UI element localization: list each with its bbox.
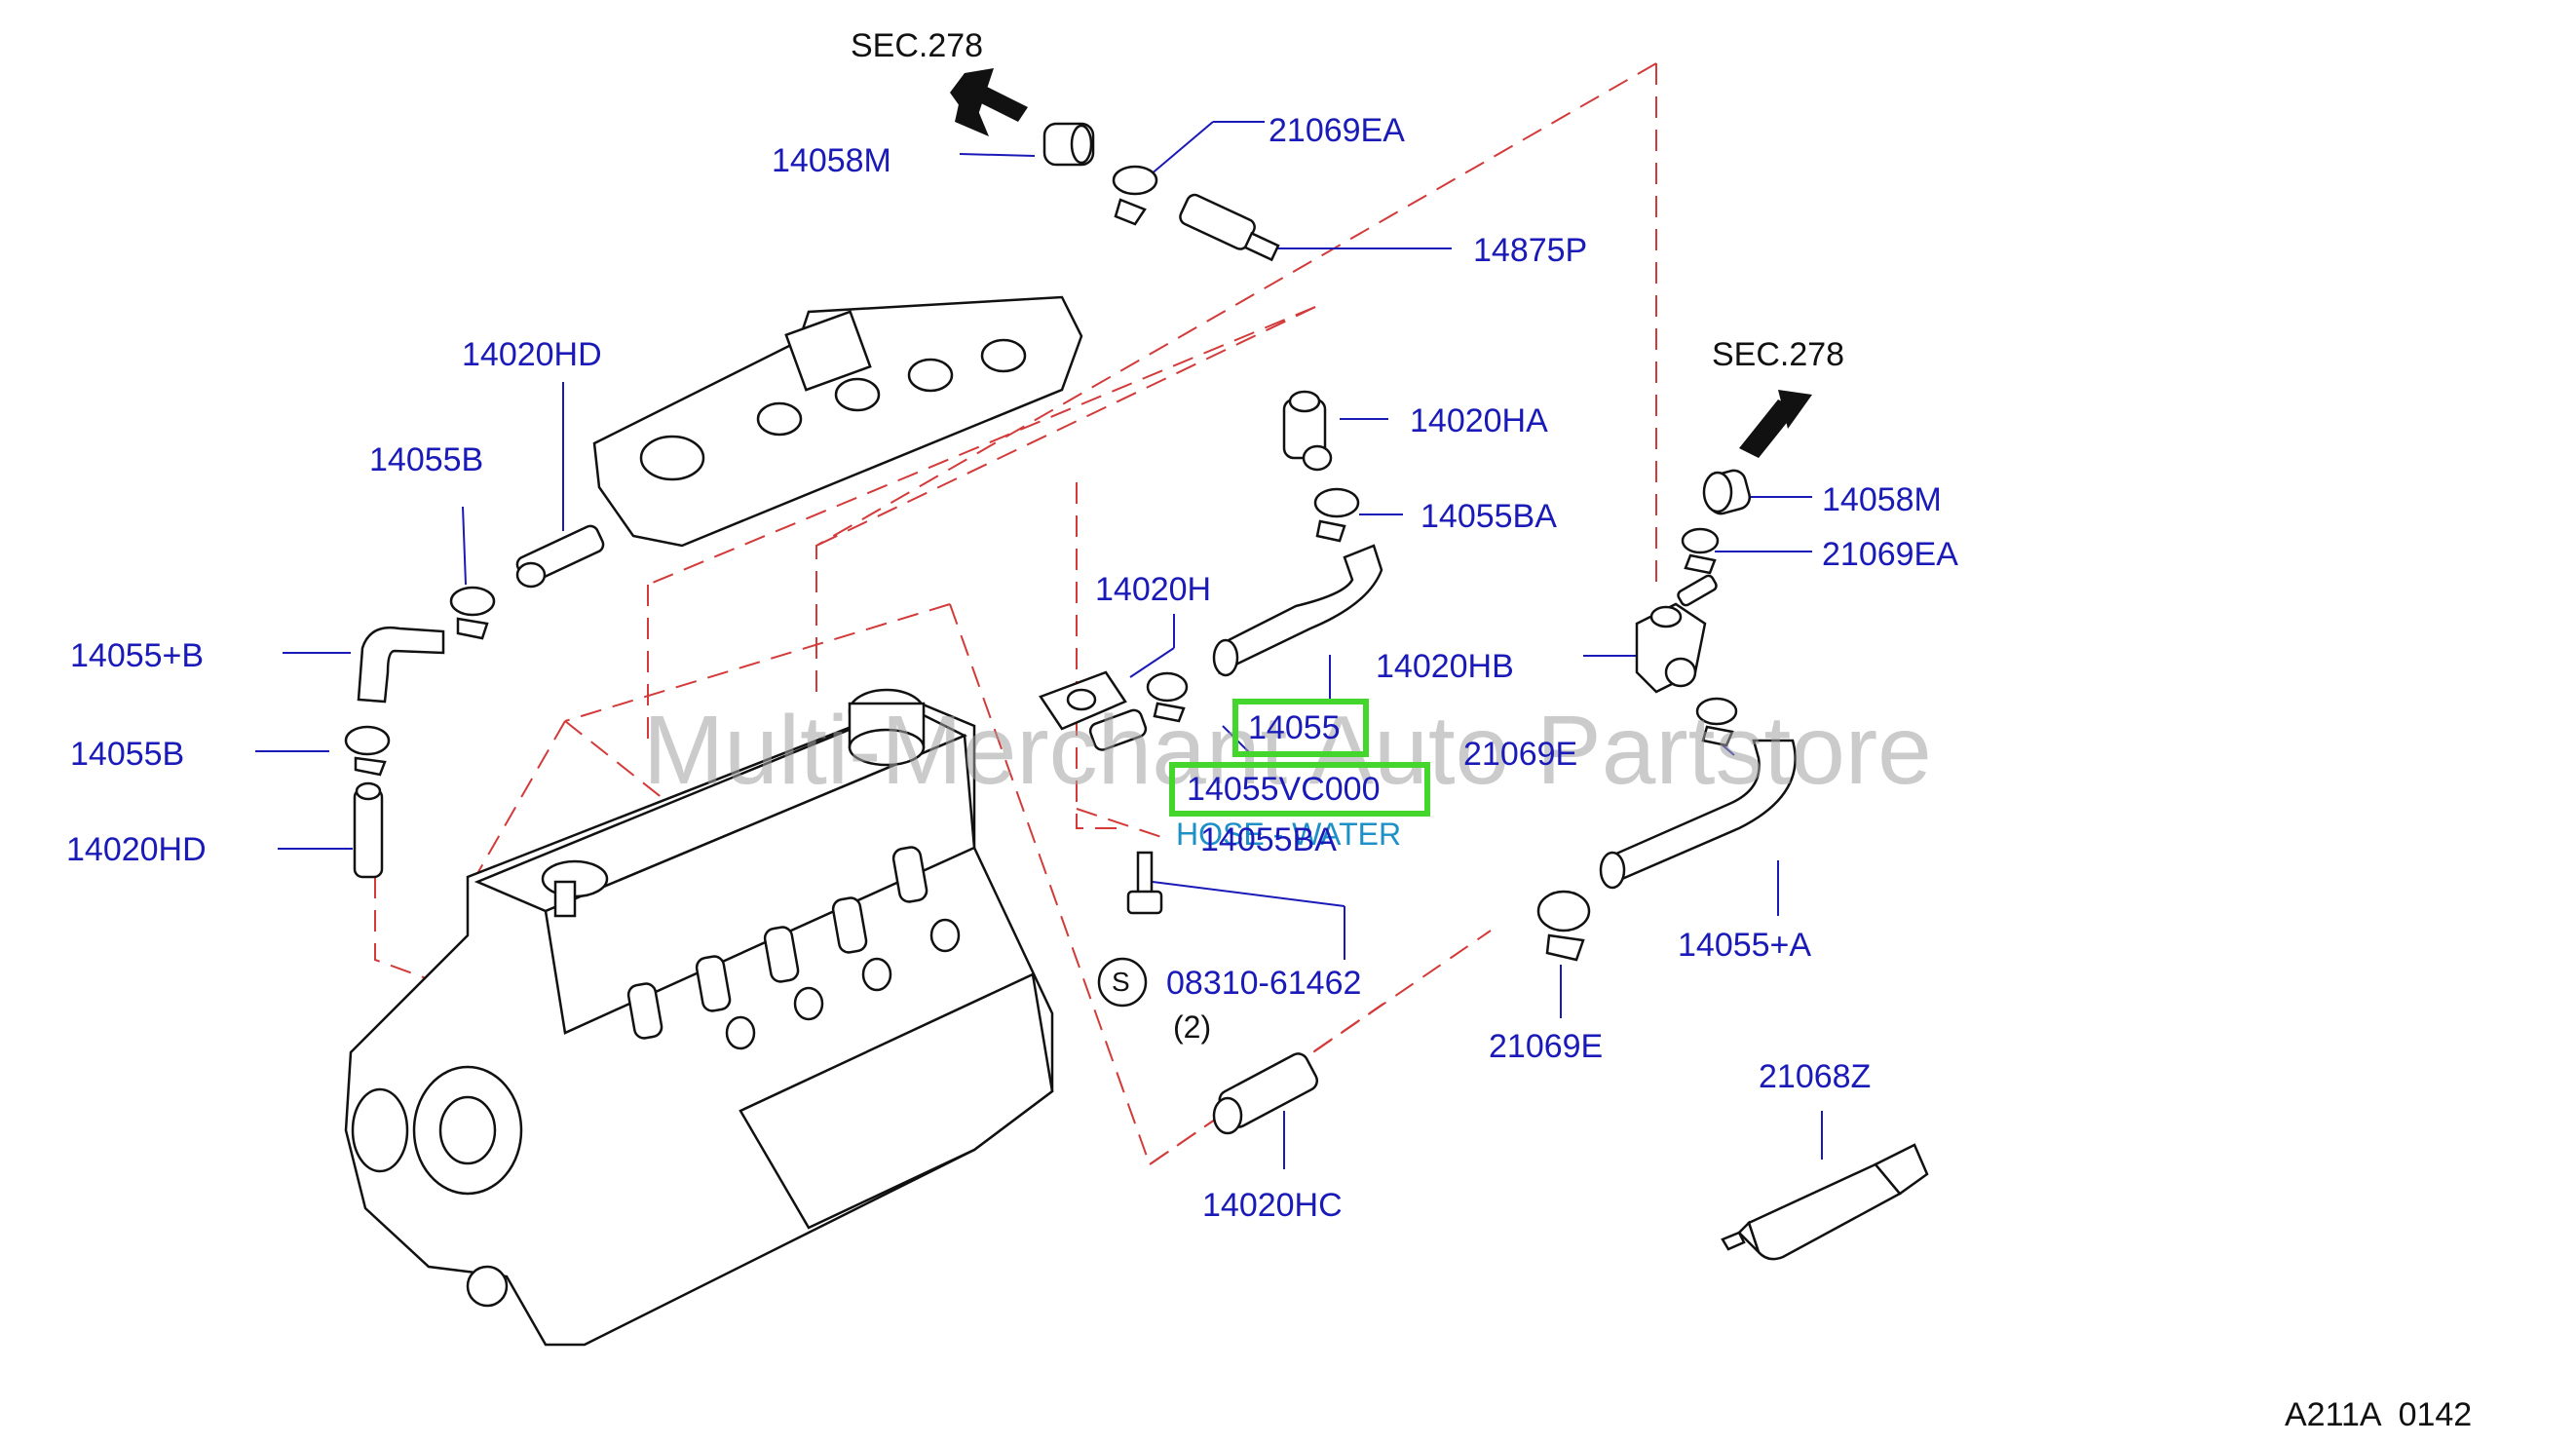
arrow-icon-right	[1739, 390, 1812, 458]
label-14055b-bottom[interactable]: 14055B	[70, 736, 185, 773]
watermark: Multi-Merchant Auto Partstore	[643, 696, 1932, 805]
clamp-21069e-mid	[1695, 697, 1738, 747]
exhaust-manifold	[592, 295, 1083, 548]
hose-14055pb	[357, 626, 445, 704]
label-s-symbol: S	[1112, 967, 1130, 997]
highlight-box-14055vc000	[1169, 762, 1430, 817]
label-14020ha[interactable]: 14020HA	[1410, 402, 1548, 439]
fitting-14020hd-top	[515, 524, 605, 589]
s-symbol-icon	[1097, 957, 1148, 1008]
cap-14058m-top	[1042, 122, 1095, 167]
diagram-code: A211A 0142	[2285, 1396, 2473, 1433]
label-14020hd-top[interactable]: 14020HD	[462, 336, 602, 373]
label-21068z[interactable]: 21068Z	[1759, 1058, 1872, 1095]
label-21069ea-right[interactable]: 21069EA	[1822, 536, 1958, 573]
bolt-08310-61462	[1126, 851, 1163, 915]
label-sec278-right[interactable]: SEC.278	[1712, 336, 1845, 373]
highlight-box-14055	[1232, 699, 1369, 757]
clamp-14055b-top	[449, 586, 496, 640]
label-14055pb[interactable]: 14055+B	[70, 637, 205, 674]
engine-block	[344, 688, 1054, 1347]
clamp-14055b-bottom	[344, 725, 391, 777]
label-14058m-right[interactable]: 14058M	[1822, 481, 1942, 518]
label-14055[interactable]: 14055	[1248, 709, 1341, 746]
sensor-14875p	[1179, 193, 1280, 262]
label-21069e-bottom[interactable]: 21069E	[1489, 1028, 1604, 1065]
label-14055ba-bottom[interactable]: 14055BA	[1200, 821, 1337, 858]
clamp-21069e-bottom	[1536, 890, 1591, 962]
clamp-14055ba-top	[1313, 487, 1360, 543]
label-14058m-top[interactable]: 14058M	[772, 142, 891, 179]
fitting-14020hd-bottom	[353, 781, 384, 879]
label-21069e-mid[interactable]: 21069E	[1463, 736, 1578, 773]
hose-14020hb	[1212, 544, 1383, 677]
arrow-icon-top	[950, 68, 1028, 136]
label-14055vc000[interactable]: 14055VC000	[1187, 771, 1381, 808]
cap-14058m-right	[1702, 469, 1752, 515]
clamp-14055ba-bottom	[1146, 671, 1189, 723]
clamp-21069ea-right	[1681, 527, 1720, 575]
label-14875p[interactable]: 14875P	[1473, 232, 1588, 269]
label-14020hd-bottom[interactable]: 14020HD	[66, 831, 207, 868]
label-qty-2: (2)	[1173, 1009, 1212, 1045]
fitting-14020ha	[1282, 390, 1333, 472]
valve-block	[1635, 574, 1718, 694]
label-14020hb[interactable]: 14020HB	[1376, 648, 1514, 685]
label-sec278-top[interactable]: SEC.278	[851, 27, 984, 64]
hose-14055pa	[1599, 739, 1797, 890]
label-14055b-top[interactable]: 14055B	[369, 441, 484, 478]
label-14055pa[interactable]: 14055+A	[1678, 927, 1812, 964]
clamp-21069ea-top	[1112, 165, 1158, 226]
label-hose-water[interactable]: HOSE - WATER	[1176, 817, 1402, 852]
tube-21068z	[1721, 1143, 1929, 1261]
label-21069ea-top[interactable]: 21069EA	[1269, 112, 1405, 149]
label-08310-61462[interactable]: 08310-61462	[1166, 965, 1362, 1002]
label-14020hc[interactable]: 14020HC	[1202, 1187, 1343, 1224]
label-14020h[interactable]: 14020H	[1095, 571, 1212, 608]
flange-14020h	[1039, 670, 1148, 751]
label-14055ba-top[interactable]: 14055BA	[1421, 498, 1557, 535]
fitting-14020hc	[1212, 1052, 1319, 1135]
leader-lines	[255, 121, 1823, 1169]
